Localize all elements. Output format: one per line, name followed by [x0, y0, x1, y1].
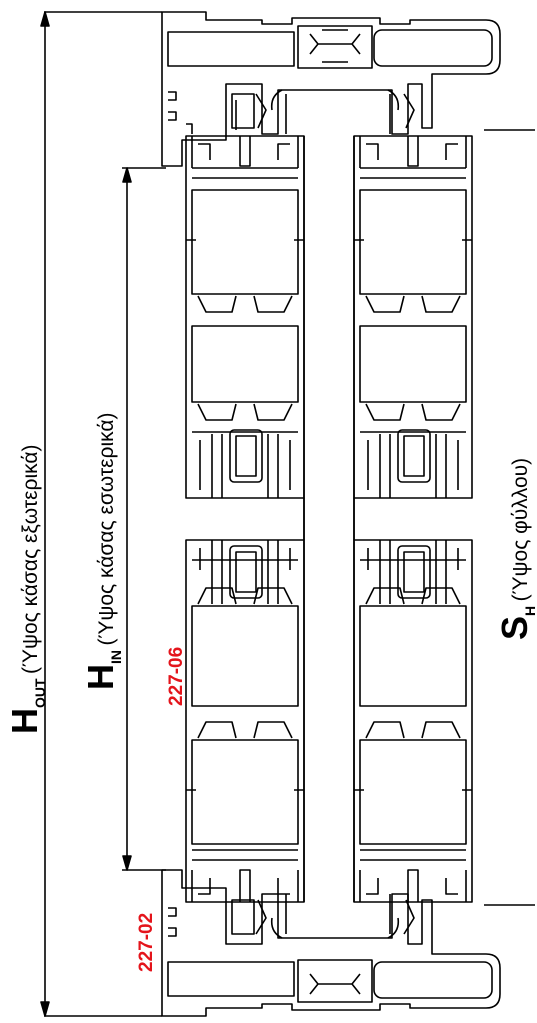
dimension-h-in-line: [122, 167, 166, 871]
top-frame-profile: [161, 11, 501, 167]
left-sash-upper: [185, 135, 305, 499]
profile-code-frame: 227-02: [136, 912, 157, 972]
right-sash-upper: [353, 135, 473, 499]
mullion-lines: [235, 100, 355, 902]
left-sash-lower: [185, 539, 305, 903]
centre-glazing-gap: [270, 89, 400, 939]
label-h-in-desc: (Ύψος κάσας εσωτερικά): [95, 412, 118, 646]
label-h-out-main: H: [4, 708, 45, 734]
label-s-h-desc: (Ύψος φύλλου): [509, 457, 532, 602]
label-h-in: HIN (Ύψος κάσας εσωτερικά): [80, 412, 124, 690]
bottom-frame-profile: [161, 869, 501, 1017]
dimension-h-out-line: [40, 11, 162, 1017]
profile-code-sash: 227-06: [166, 646, 187, 706]
label-s-h: SH (Ύψος φύλλου): [494, 457, 537, 640]
label-h-in-sub: IN: [108, 650, 124, 664]
label-h-out-sub: OUT: [32, 678, 48, 708]
sash-interlock-connectors: [211, 429, 447, 604]
label-h-in-main: H: [80, 664, 121, 690]
label-s-h-main: S: [494, 615, 535, 640]
label-h-out-desc: (Ύψος κάσας εξωτερικά): [19, 444, 42, 674]
right-sash-lower: [353, 539, 473, 903]
label-h-out: HOUT (Ύψος κάσας εξωτερικά): [4, 444, 48, 734]
dimension-s-h-ticks: [484, 129, 535, 906]
label-s-h-sub: H: [522, 605, 537, 616]
